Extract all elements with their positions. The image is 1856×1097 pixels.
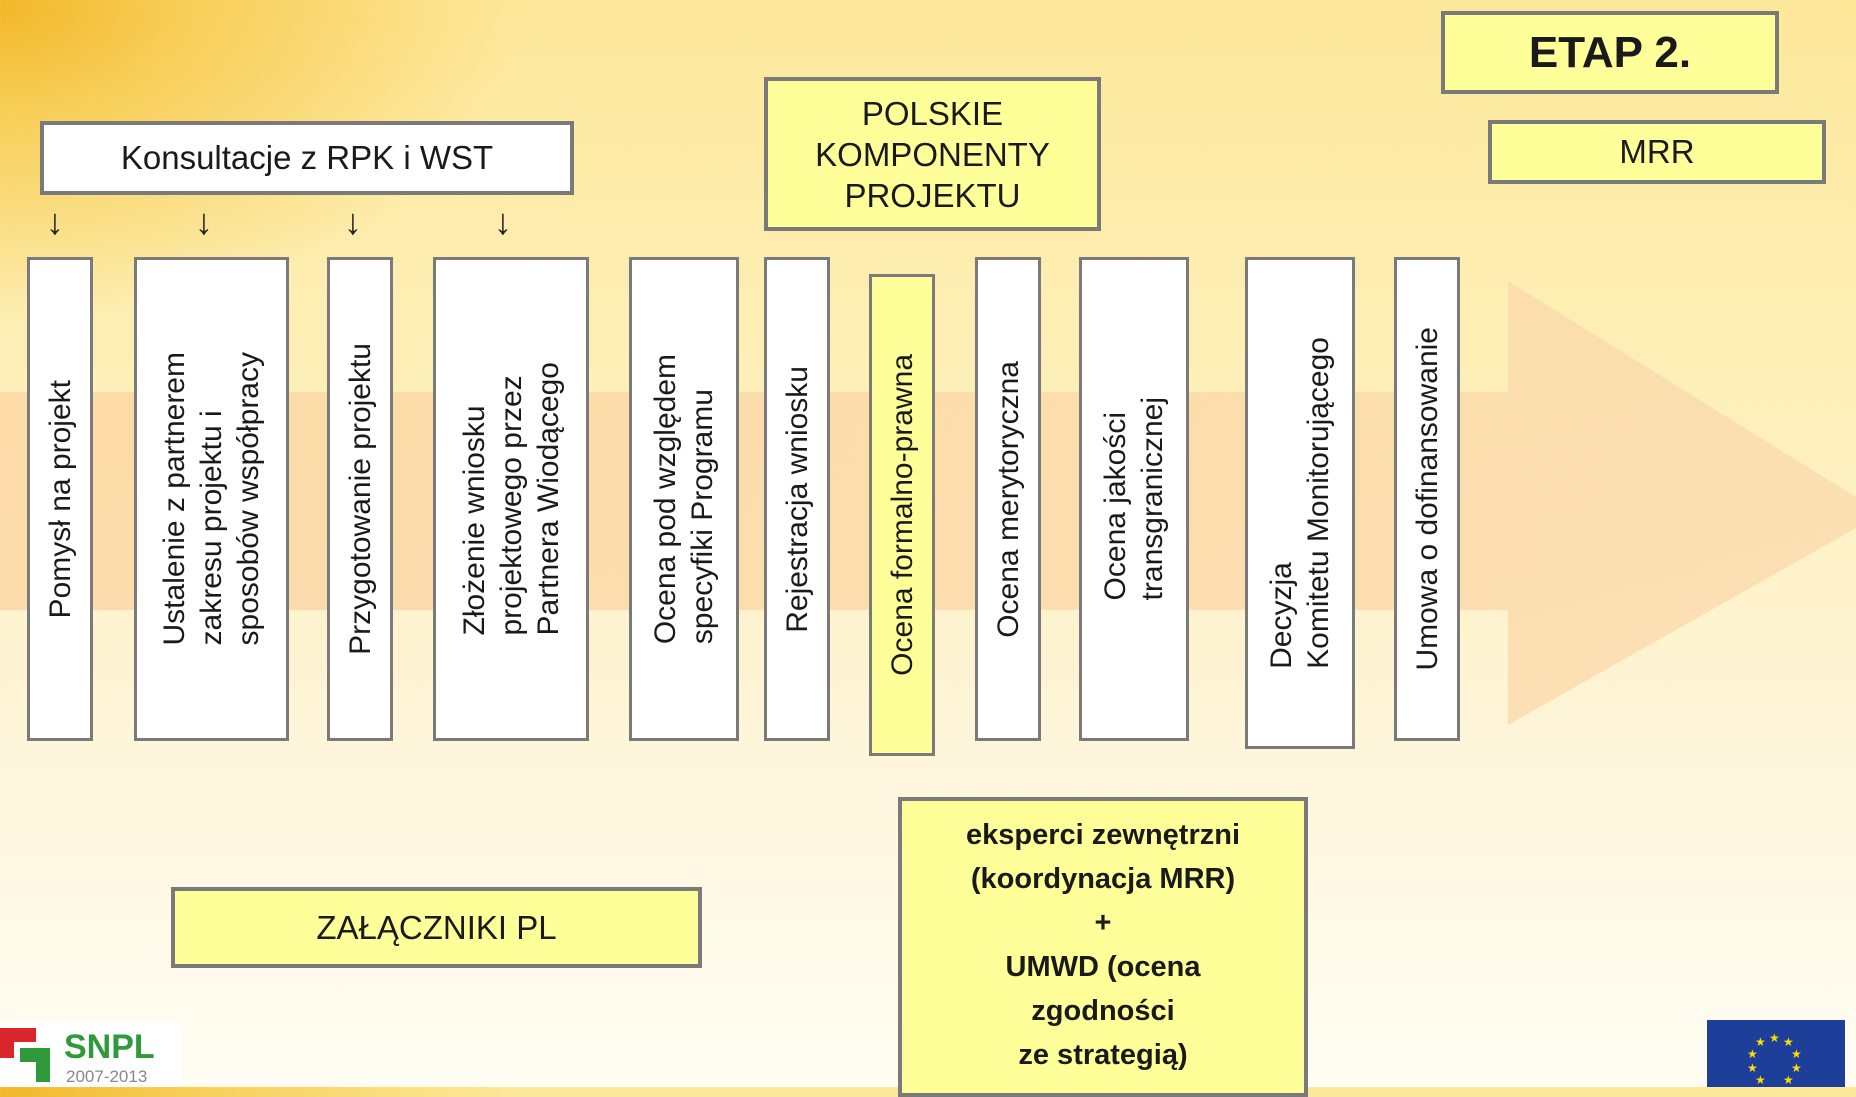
svg-text:★: ★ (1791, 1047, 1802, 1061)
step-box: Ocena merytoryczna (975, 257, 1041, 741)
svg-text:★: ★ (1791, 1061, 1802, 1075)
mrr-box: MRR (1488, 120, 1826, 184)
svg-text:★: ★ (1747, 1061, 1758, 1075)
attachments-box: ZAŁĄCZNIKI PL (171, 887, 702, 968)
snpl-logo-text: SNPL (64, 1028, 155, 1066)
step-label: Ocena formalno-prawna (885, 354, 919, 676)
step-box-highlighted: Ocena formalno-prawna (869, 274, 935, 756)
snpl-logo-icon: SNPL 2007-2013 (0, 1022, 182, 1087)
step-box: Ocena pod względem specyfiki Programu (629, 257, 739, 741)
down-arrow-icon: ↓ (494, 201, 512, 242)
polish-components-line: PROJEKTU (844, 176, 1021, 214)
svg-text:★: ★ (1747, 1047, 1758, 1061)
snpl-logo-years: 2007-2013 (66, 1067, 147, 1086)
experts-line: ze strategią) (1018, 1039, 1188, 1071)
svg-text:★: ★ (1755, 1035, 1766, 1049)
step-box: Pomysł na projekt (27, 257, 93, 741)
step-box: Ustalenie z partnerem zakresu projektu i… (134, 257, 289, 741)
svg-text:★: ★ (1769, 1031, 1780, 1045)
consultation-box: Konsultacje z RPK i WST (40, 121, 574, 195)
step-label: Rejestracja wniosku (780, 365, 814, 633)
mrr-label: MRR (1619, 133, 1695, 170)
svg-text:★: ★ (1783, 1035, 1794, 1049)
svg-text:★: ★ (1783, 1073, 1794, 1087)
down-arrow-icon: ↓ (195, 201, 213, 242)
polish-components-line: KOMPONENTY (815, 135, 1050, 173)
svg-text:★: ★ (1755, 1073, 1766, 1087)
step-box: Umowa o dofinansowanie (1394, 257, 1460, 741)
step-box: Złożenie wniosku projektowego przez Part… (433, 257, 589, 741)
step-label: Ocena merytoryczna (991, 360, 1025, 638)
step-label: Ocena jakości transgranicznej (1099, 397, 1169, 601)
step-box: Rejestracja wniosku (764, 257, 830, 741)
stage-box: ETAP 2. (1441, 11, 1779, 94)
eu-flag-icon: ★ ★ ★ ★ ★ ★ ★ ★ ★ (1707, 1020, 1845, 1087)
stage-label: ETAP 2. (1528, 27, 1692, 77)
step-label: Ocena pod względem specyfiki Programu (649, 353, 719, 645)
experts-line: + (1094, 907, 1112, 939)
step-label: Pomysł na projekt (43, 379, 77, 619)
step-label: Ustalenie z partnerem zakresu projektu i… (158, 352, 265, 646)
experts-line: UMWD (ocena (1005, 951, 1201, 983)
experts-box: eksperci zewnętrzni (koordynacja MRR) + … (898, 797, 1308, 1097)
polish-components-box: POLSKIE KOMPONENTY PROJEKTU (764, 77, 1101, 231)
step-box: Przygotowanie projektu (327, 257, 393, 741)
experts-line: eksperci zewnętrzni (966, 819, 1240, 851)
consultation-label: Konsultacje z RPK i WST (120, 139, 494, 176)
down-arrow-icon: ↓ (46, 201, 64, 242)
step-label: Umowa o dofinansowanie (1410, 327, 1444, 671)
step-label: Złożenie wniosku projektowego przez Part… (457, 362, 565, 636)
step-box: Ocena jakości transgranicznej (1079, 257, 1189, 741)
down-arrow-icon: ↓ (344, 201, 362, 242)
attachments-label: ZAŁĄCZNIKI PL (316, 908, 557, 946)
step-label: Przygotowanie projektu (343, 343, 377, 655)
experts-line: (koordynacja MRR) (970, 863, 1236, 895)
polish-components-line: POLSKIE (861, 94, 1004, 132)
step-label: Decyzja Komitetu Monitorującego (1265, 337, 1335, 669)
step-box: Decyzja Komitetu Monitorującego (1245, 257, 1355, 749)
experts-line: zgodności (1031, 995, 1175, 1027)
snpl-logo: SNPL 2007-2013 (0, 1022, 182, 1087)
